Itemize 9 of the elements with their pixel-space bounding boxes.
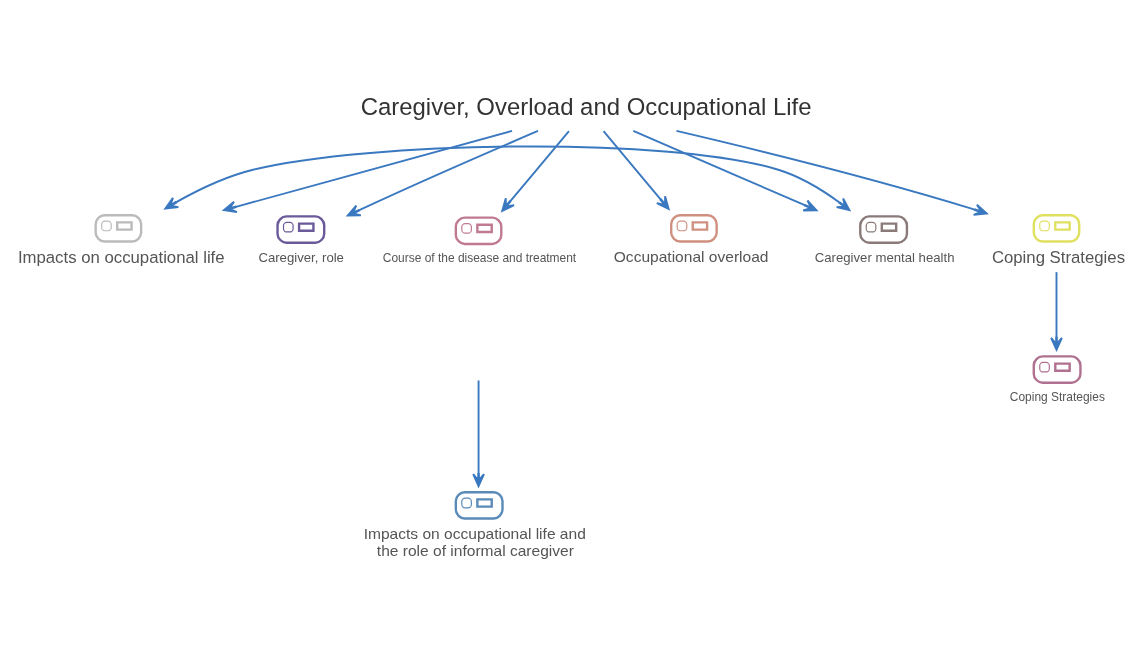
node-label: Course of the disease and treatment [382,250,577,265]
node-label: Caregiver mental health [814,249,955,265]
node-label: Coping Strategies [1009,389,1105,404]
node-text: Caregiver, Overload and Occupational Life [360,93,812,121]
node-label: Coping Strategies [991,248,1126,268]
node-label: Occupational overload [613,248,769,266]
node-label: Impacts on occupational life [17,248,225,268]
node-label: Caregiver, role [258,249,344,265]
node-label: Impacts on occupational life and the role of informal caregiver [363,525,586,560]
